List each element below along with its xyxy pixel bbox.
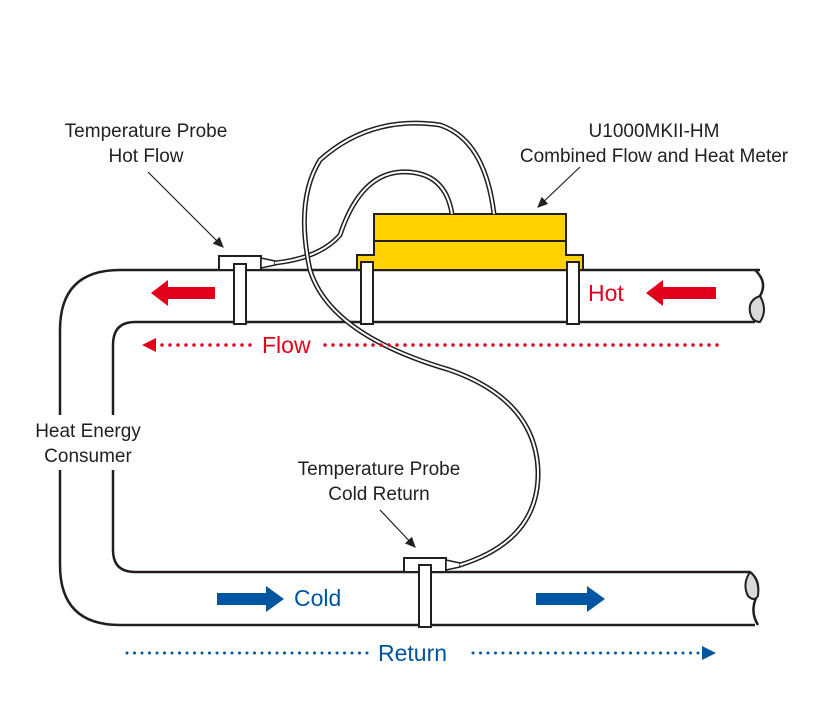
probe-cables bbox=[274, 120, 541, 568]
flow-arrowhead-icon bbox=[142, 338, 156, 352]
leader-meter bbox=[537, 166, 581, 208]
flow-indicator bbox=[142, 338, 724, 352]
pipe-loop bbox=[20, 268, 760, 627]
return-arrowhead-icon bbox=[702, 646, 716, 660]
meter-clamp-right bbox=[566, 261, 580, 325]
pipe-end-top bbox=[748, 269, 765, 324]
meter-clamp-left bbox=[360, 261, 374, 325]
label-flow: Flow bbox=[262, 332, 311, 358]
label-meter-description: Combined Flow and Heat Meter bbox=[520, 146, 789, 167]
label-meter-model: U1000MKII-HM bbox=[589, 121, 720, 142]
label-cold: Cold bbox=[294, 585, 341, 611]
leader-probe-hot bbox=[147, 171, 224, 248]
temperature-probe-cold bbox=[403, 557, 461, 628]
pipe-inner-wall bbox=[111, 320, 755, 574]
label-hot: Hot bbox=[588, 280, 624, 306]
hot-arrow-right bbox=[646, 280, 716, 306]
cold-arrow-right bbox=[536, 586, 605, 612]
return-indicator bbox=[125, 646, 716, 660]
label-consumer-line1: Heat Energy bbox=[35, 421, 141, 442]
hot-arrow-left bbox=[151, 280, 215, 306]
leader-probe-cold bbox=[379, 509, 416, 548]
flow-meter-u1000 bbox=[356, 213, 584, 271]
label-probe-hot-line2: Hot Flow bbox=[109, 146, 184, 167]
label-consumer-line2: Consumer bbox=[44, 446, 132, 467]
temperature-probe-hot bbox=[218, 255, 276, 325]
pipe-end-bottom bbox=[744, 570, 760, 626]
label-return: Return bbox=[378, 640, 447, 666]
label-probe-hot-line1: Temperature Probe bbox=[65, 121, 228, 142]
consumer-label-bg bbox=[20, 415, 160, 470]
label-probe-cold-line2: Cold Return bbox=[328, 484, 429, 505]
cold-arrow-left bbox=[217, 586, 284, 612]
label-probe-cold-line1: Temperature Probe bbox=[298, 459, 461, 480]
